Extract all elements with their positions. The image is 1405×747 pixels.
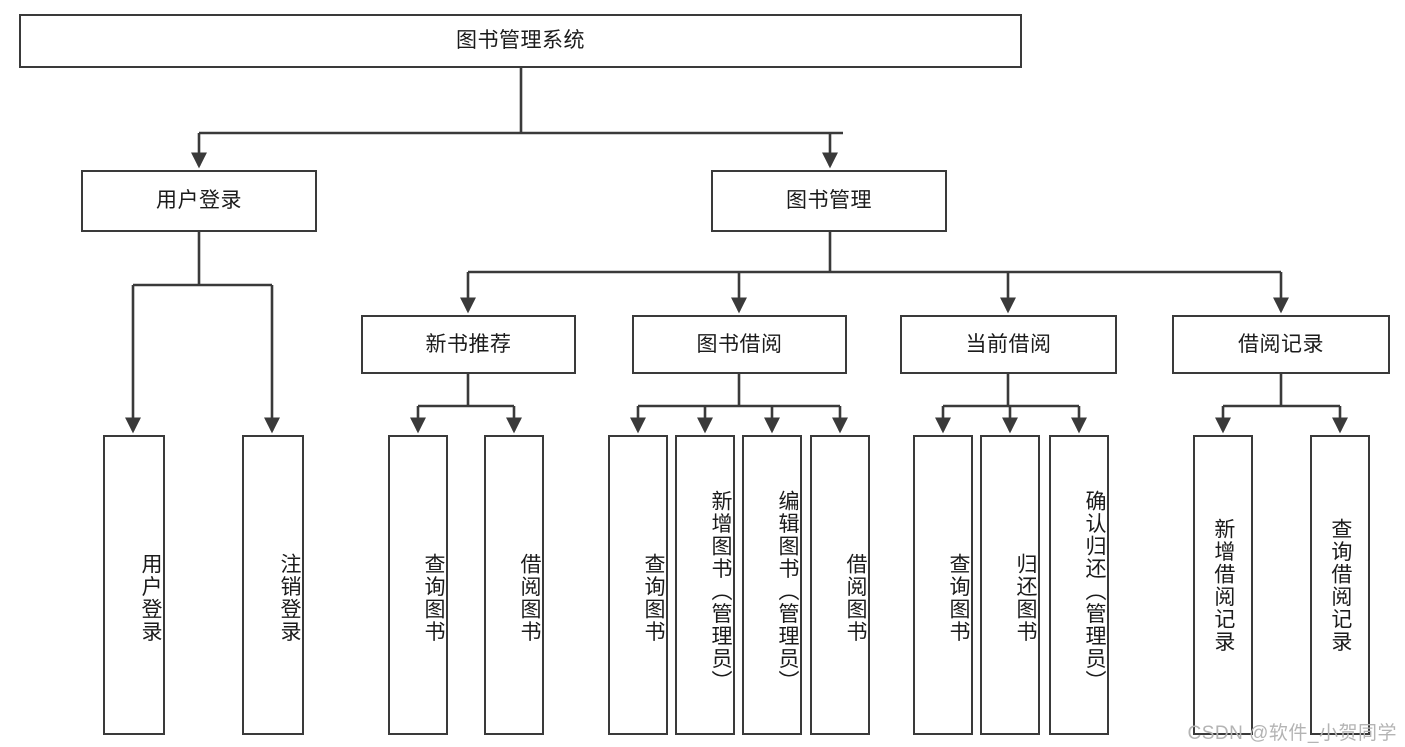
node-new-book-recommend-label: 新书推荐 [425, 332, 512, 356]
node-leaf-query-book-2-label: 查询图书 [642, 553, 665, 643]
node-leaf-confirm-return-label: 确认归还（管理员） [1083, 489, 1106, 693]
node-user-login-label: 用户登录 [156, 189, 242, 213]
node-leaf-query-book-3[interactable]: 查询图书 [913, 435, 973, 735]
node-leaf-edit-book[interactable]: 编辑图书（管理员） [742, 435, 802, 735]
node-book-borrow[interactable]: 图书借阅 [632, 315, 847, 374]
node-leaf-user-logout[interactable]: 注销登录 [242, 435, 304, 735]
node-borrow-record[interactable]: 借阅记录 [1172, 315, 1390, 374]
node-root-label: 图书管理系统 [456, 29, 585, 53]
node-leaf-borrow-book-2-label: 借阅图书 [844, 553, 867, 643]
node-leaf-return-book[interactable]: 归还图书 [980, 435, 1040, 735]
node-leaf-user-login[interactable]: 用户登录 [103, 435, 165, 735]
node-leaf-query-book-2[interactable]: 查询图书 [608, 435, 668, 735]
node-user-login[interactable]: 用户登录 [81, 170, 317, 232]
node-new-book-recommend[interactable]: 新书推荐 [361, 315, 576, 374]
node-current-borrow-label: 当前借阅 [965, 332, 1052, 356]
node-leaf-query-book-1-label: 查询图书 [422, 553, 445, 643]
node-leaf-confirm-return[interactable]: 确认归还（管理员） [1049, 435, 1109, 735]
node-leaf-query-book-1[interactable]: 查询图书 [388, 435, 448, 735]
node-leaf-borrow-book-1[interactable]: 借阅图书 [484, 435, 544, 735]
node-book-management[interactable]: 图书管理 [711, 170, 947, 232]
node-leaf-add-record-label: 新增借阅记录 [1211, 517, 1235, 653]
node-leaf-borrow-book-1-label: 借阅图书 [518, 553, 541, 643]
node-leaf-borrow-book-2[interactable]: 借阅图书 [810, 435, 870, 735]
node-leaf-query-book-3-label: 查询图书 [947, 553, 970, 643]
node-leaf-edit-book-label: 编辑图书（管理员） [776, 489, 799, 693]
node-leaf-return-book-label: 归还图书 [1014, 553, 1037, 643]
node-current-borrow[interactable]: 当前借阅 [900, 315, 1117, 374]
node-root[interactable]: 图书管理系统 [19, 14, 1022, 68]
node-borrow-record-label: 借阅记录 [1238, 332, 1324, 356]
node-book-management-label: 图书管理 [786, 189, 872, 213]
csdn-watermark: CSDN @软件_小贺同学 [1187, 723, 1397, 744]
node-leaf-query-record-label: 查询借阅记录 [1328, 517, 1352, 653]
node-leaf-query-record[interactable]: 查询借阅记录 [1310, 435, 1370, 735]
node-leaf-user-logout-label: 注销登录 [278, 553, 301, 643]
node-leaf-add-book[interactable]: 新增图书（管理员） [675, 435, 735, 735]
node-leaf-user-login-label: 用户登录 [139, 553, 162, 643]
node-book-borrow-label: 图书借阅 [696, 332, 783, 356]
node-leaf-add-book-label: 新增图书（管理员） [709, 489, 732, 693]
node-leaf-add-record[interactable]: 新增借阅记录 [1193, 435, 1253, 735]
